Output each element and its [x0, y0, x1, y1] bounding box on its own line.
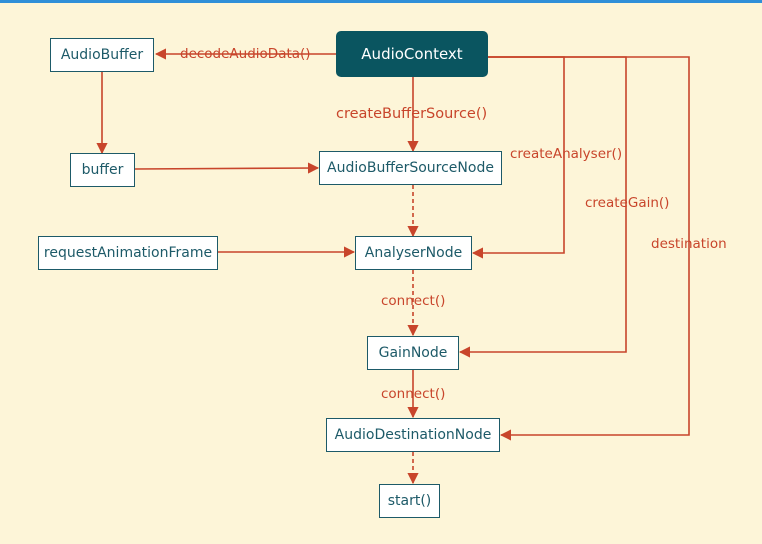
analyser-node: AnalyserNode: [355, 236, 472, 270]
edge-destination: [488, 56, 690, 441]
label-destination: destination: [651, 236, 727, 252]
buffer-node: buffer: [70, 153, 135, 187]
audio-context-node: AudioContext: [336, 31, 488, 77]
edge-buffer-to-source: [134, 162, 320, 174]
label-connect-2: connect(): [381, 386, 446, 402]
label-create-gain: createGain(): [585, 195, 670, 211]
label-decode-audio-data: decodeAudioData(): [180, 46, 311, 62]
start-node: start(): [379, 484, 440, 518]
label-create-analyser: createAnalyser(): [510, 146, 623, 162]
label-create-buffer-source: createBufferSource(): [336, 106, 488, 122]
label-connect-1: connect(): [381, 293, 446, 309]
gain-node: GainNode: [367, 336, 459, 370]
audio-destination-node: AudioDestinationNode: [326, 418, 500, 452]
request-animation-frame-node: requestAnimationFrame: [38, 236, 218, 270]
audio-buffer-source-node: AudioBufferSourceNode: [319, 151, 502, 185]
top-accent-bar: [0, 0, 762, 3]
audio-buffer-node: AudioBuffer: [50, 38, 154, 72]
